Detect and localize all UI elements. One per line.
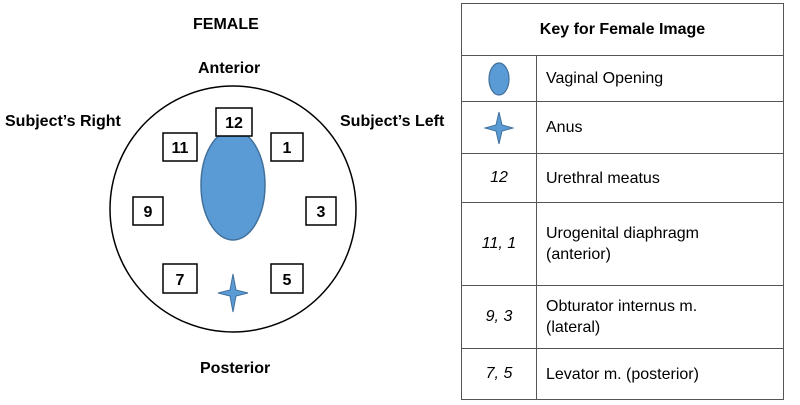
key-description: Levator m. (posterior): [546, 365, 699, 383]
key-description-cell: Anus: [546, 102, 777, 153]
position-11-label: 11: [172, 140, 189, 157]
clock-position-diagram: 12 11 1 9 3 7 5: [109, 85, 357, 333]
key-row-vaginal-opening: Vaginal Opening: [462, 55, 783, 101]
key-row-urethral-meatus: 12 Urethral meatus: [462, 153, 783, 202]
key-description-cell: Urethral meatus: [546, 154, 777, 202]
key-symbol: 12: [490, 169, 508, 186]
key-header-row: Key for Female Image: [462, 4, 783, 55]
key-symbol-cell: 12: [462, 154, 537, 202]
anus-star-icon: [217, 273, 249, 313]
key-description: Vaginal Opening: [546, 70, 664, 87]
position-1-box: 1: [270, 132, 304, 162]
position-5-box: 5: [270, 263, 304, 294]
subject-left-label: Subject’s Left: [340, 113, 445, 130]
position-7-label: 7: [176, 272, 185, 289]
position-9-label: 9: [144, 204, 153, 221]
posterior-label: Posterior: [200, 360, 271, 377]
key-description-cell: Levator m. (posterior): [546, 349, 777, 399]
position-3-box: 3: [305, 196, 337, 226]
key-symbol: 7, 5: [485, 365, 513, 382]
diagram-title: FEMALE: [193, 16, 259, 33]
key-symbol-cell: [462, 56, 537, 101]
key-description-cell: Urogenital diaphragm (anterior): [546, 203, 777, 285]
key-title: Key for Female Image: [539, 20, 706, 38]
key-description: Urethral meatus: [546, 169, 660, 187]
position-7-box: 7: [162, 263, 198, 294]
position-5-label: 5: [283, 272, 292, 289]
position-1-label: 1: [283, 140, 292, 157]
key-description: Anus: [546, 119, 583, 136]
key-description: Urogenital diaphragm (anterior): [546, 225, 699, 263]
vaginal-opening-oval: [200, 129, 266, 241]
key-description-cell: Obturator internus m. (lateral): [546, 286, 777, 348]
key-symbol-cell: 7, 5: [462, 349, 537, 399]
key-symbol: 9, 3: [485, 308, 513, 325]
position-11-box: 11: [162, 132, 198, 162]
key-symbol-cell: [462, 102, 537, 153]
key-row-obturator-internus: 9, 3 Obturator internus m. (lateral): [462, 285, 783, 348]
key-row-anus: Anus: [462, 101, 783, 153]
key-table: Key for Female Image Vaginal Opening Anu…: [461, 3, 784, 400]
position-12-label: 12: [225, 115, 243, 132]
key-description-cell: Vaginal Opening: [546, 56, 777, 101]
key-description: Obturator internus m. (lateral): [546, 298, 698, 336]
four-point-star-icon: [484, 111, 514, 144]
position-12-box: 12: [215, 107, 253, 137]
key-symbol-cell: 9, 3: [462, 286, 537, 348]
key-symbol-cell: 11, 1: [462, 203, 537, 285]
key-symbol: 11, 1: [481, 235, 517, 252]
position-3-label: 3: [317, 204, 326, 221]
blue-oval-icon: [488, 61, 510, 96]
position-9-box: 9: [132, 196, 164, 226]
key-row-urogenital-diaphragm: 11, 1 Urogenital diaphragm (anterior): [462, 202, 783, 285]
anterior-label: Anterior: [198, 60, 261, 77]
subject-right-label: Subject’s Right: [5, 113, 121, 130]
key-row-levator: 7, 5 Levator m. (posterior): [462, 348, 783, 399]
